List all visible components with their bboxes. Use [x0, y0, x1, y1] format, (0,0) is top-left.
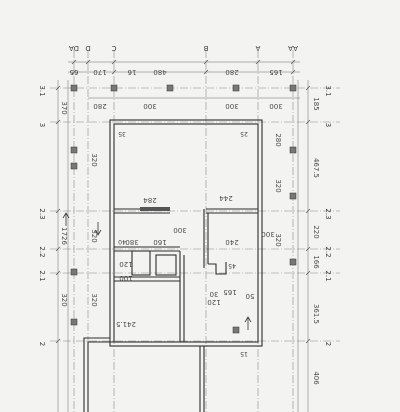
- right-dim2-3: 320: [274, 233, 282, 246]
- column-1: [70, 84, 78, 92]
- left-axis-label-4: 2.2: [38, 246, 46, 257]
- small-room-2: [155, 254, 177, 276]
- top-dim-1: 65: [70, 68, 79, 76]
- column-3: [166, 84, 174, 92]
- small-room-1: [131, 250, 151, 276]
- beam-element: [140, 207, 170, 211]
- outer-wall-outline: [109, 119, 263, 347]
- left-axis-label-6: 2: [38, 342, 46, 346]
- top-axis-label-d: D: [85, 44, 90, 52]
- top-dim2-1: 280: [93, 102, 106, 110]
- interior-dim-4: 380: [125, 238, 138, 246]
- left-dim-2: 320: [90, 153, 98, 166]
- column-4: [232, 84, 240, 92]
- interior-dim-12: 30: [210, 290, 219, 298]
- section-arrows: [62, 212, 252, 330]
- top-dim2-3: 300: [225, 102, 238, 110]
- top-dim-4: 480: [153, 68, 166, 76]
- inner-wall-outline: [113, 123, 259, 343]
- interior-dim-2: 300: [173, 226, 186, 234]
- column-10: [70, 268, 78, 276]
- right-dim2-1: 280: [274, 133, 282, 146]
- top-axis-label-da: DA: [69, 44, 79, 52]
- column-13: [232, 326, 240, 334]
- top-dim-2: 170: [93, 68, 106, 76]
- top-dim-6: 165: [269, 68, 282, 76]
- right-dim-1: 185: [312, 97, 320, 110]
- column-6: [70, 146, 78, 154]
- right-axis-label-2: 3: [324, 123, 332, 127]
- column-9: [289, 192, 297, 200]
- column-12: [70, 318, 78, 326]
- interior-dim-3: 244: [219, 194, 233, 202]
- column-label-5: 15: [240, 350, 248, 357]
- column-label-2: 35: [118, 130, 126, 137]
- left-dim-1: 370: [60, 101, 68, 114]
- right-axis-label-1: 3.1: [324, 85, 332, 96]
- column-label-3: 45: [228, 262, 236, 269]
- right-dim-6: 406: [312, 371, 320, 385]
- left-dim-3: 1726: [60, 227, 68, 245]
- left-axis-label-5: 2.1: [38, 270, 46, 281]
- right-dim-5: 361.5: [312, 304, 320, 324]
- left-axis-label-2: 3: [38, 123, 46, 127]
- interior-dim-13: 50: [246, 292, 255, 300]
- dimension-ticks: [55, 59, 311, 344]
- interior-dim-10: 120: [119, 260, 132, 268]
- column-11: [289, 258, 297, 266]
- right-axis-label-6: 2: [324, 342, 332, 346]
- dimension-lines: [57, 61, 309, 412]
- interior-dim-14: 241.5: [116, 320, 136, 328]
- right-dim2-2: 320: [274, 179, 282, 192]
- lower-left-wall-outer: [83, 337, 110, 412]
- columns-group: [70, 84, 297, 334]
- top-axis-label-c: C: [111, 44, 116, 52]
- interior-dim-8: 165: [223, 288, 236, 296]
- right-axis-label-5: 2.1: [324, 270, 332, 281]
- left-dim-5: 320: [60, 293, 68, 306]
- top-dim2-4: 300: [269, 102, 282, 110]
- walls: [83, 119, 263, 412]
- column-2: [110, 84, 118, 92]
- interior-dim-5: 160: [153, 238, 166, 246]
- right-dim-2: 467.5: [312, 158, 320, 178]
- left-dim-4: 320: [90, 229, 98, 242]
- top-axis-label-b: B: [203, 44, 208, 52]
- left-axis-label-1: 3.1: [38, 85, 46, 96]
- left-axis-label-3: 2.3: [38, 208, 46, 219]
- top-dim-3: 16: [127, 68, 136, 76]
- interior-dim-7: 300: [261, 230, 274, 238]
- interior-dim-9: 120: [207, 298, 220, 306]
- right-axis-label-4: 2.2: [324, 246, 332, 257]
- column-label-1: 25: [240, 130, 248, 137]
- column-5: [289, 84, 297, 92]
- interior-dim-6: 240: [225, 238, 238, 246]
- column-label-4: 40: [118, 238, 126, 245]
- right-dim-3: 220: [312, 225, 320, 238]
- top-axis-label-aa: AA: [288, 44, 298, 52]
- lower-left-wall-inner: [87, 341, 114, 412]
- column-7: [70, 162, 78, 170]
- left-dim-6: 320: [90, 293, 98, 306]
- top-axis-label-a: A: [255, 44, 260, 52]
- top-dim2-2: 300: [143, 102, 156, 110]
- stair-notch: [208, 262, 227, 275]
- column-8: [289, 146, 297, 154]
- right-dim-4: 166: [312, 255, 320, 269]
- right-axis-label-3: 2.3: [324, 208, 332, 219]
- top-dim-5: 280: [225, 68, 238, 76]
- interior-dim-1: 284: [143, 196, 157, 204]
- interior-dim-11: 100: [119, 274, 132, 282]
